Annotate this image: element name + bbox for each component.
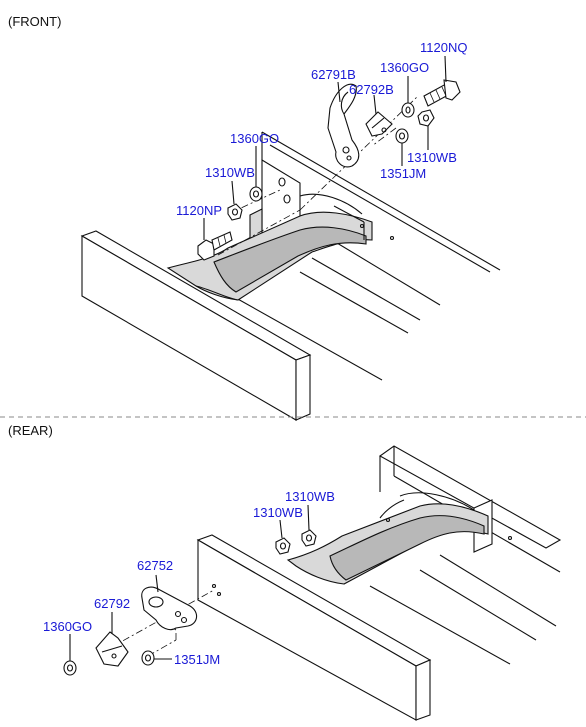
label-front-washer-left-1360go[interactable]: 1360GO — [230, 131, 280, 146]
label-rear-nut-a-1310wb[interactable]: 1310WB — [253, 505, 303, 520]
label-rear-nut-b-1310wb[interactable]: 1310WB — [285, 489, 335, 504]
rear-leaders — [69, 504, 310, 661]
front-frame — [80, 131, 501, 421]
rear-section-title: (REAR) — [8, 423, 53, 438]
label-front-bolt-1120np[interactable]: 1120NP — [176, 203, 223, 218]
label-rear-washer-1360go[interactable]: 1360GO — [43, 619, 93, 634]
front-leaders — [203, 55, 447, 240]
label-rear-pin-1351jm[interactable]: 1351JM — [174, 652, 221, 667]
label-front-bracket-62792b[interactable]: 62792B — [349, 82, 394, 97]
label-rear-bracket-62792[interactable]: 62792 — [94, 596, 131, 611]
label-rear-hook-62752[interactable]: 62752 — [137, 558, 174, 573]
front-section-title: (FRONT) — [8, 14, 62, 29]
label-front-bolt-1120nq[interactable]: 1120NQ — [420, 40, 468, 55]
rear-frame — [196, 445, 562, 721]
label-front-nut-right-1310wb[interactable]: 1310WB — [407, 150, 457, 165]
label-front-washer-1360go[interactable]: 1360GO — [380, 60, 430, 75]
label-front-nut-left-1310wb[interactable]: 1310WB — [205, 165, 255, 180]
rear-assembly — [63, 529, 317, 676]
label-front-pin-1351jm[interactable]: 1351JM — [380, 166, 427, 181]
label-front-hook-62791b[interactable]: 62791B — [311, 67, 356, 82]
